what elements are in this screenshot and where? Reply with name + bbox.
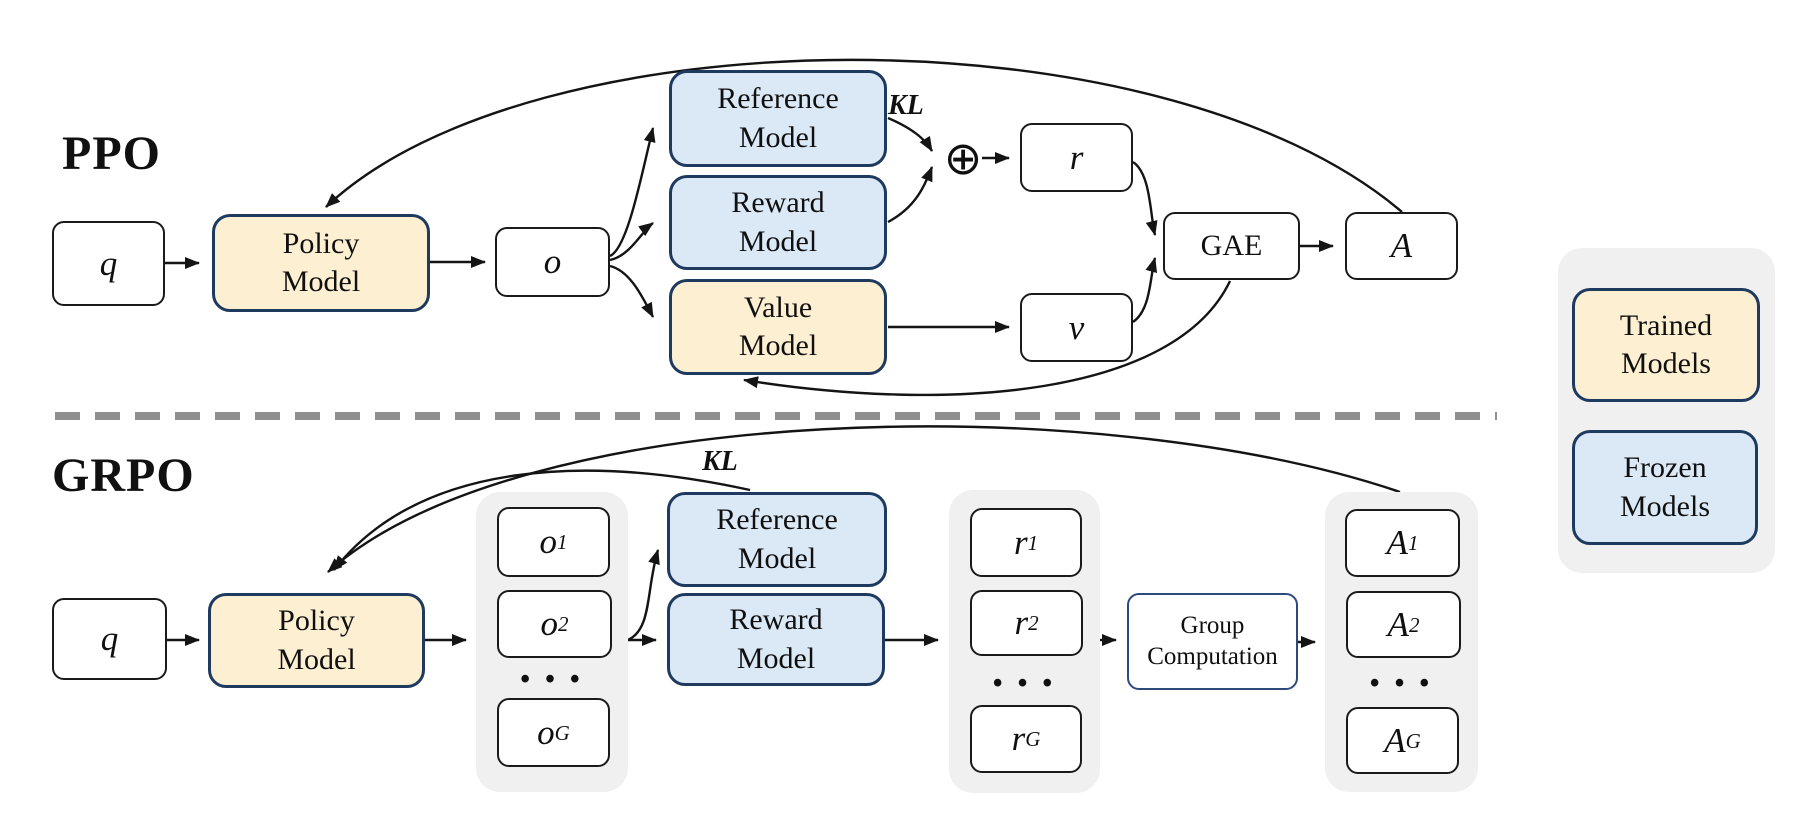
ppo-query-box: q — [52, 221, 165, 306]
output-2-base: o — [540, 604, 559, 643]
ppo-output-box: o — [495, 227, 610, 297]
grpo-advantages-ellipsis: • • • — [1369, 668, 1434, 699]
arrow-ppo-o-to-value — [609, 264, 655, 318]
grpo-outputs-ellipsis: • • • — [520, 664, 584, 695]
advantage-2-base: A — [1387, 604, 1409, 644]
ppo-advantage-box: A — [1345, 212, 1458, 280]
ppo-reward-model-box: Reward Model — [669, 175, 887, 270]
ppo-reward-box: r — [1020, 123, 1133, 192]
arrow-grpo-outputs-to-reference — [627, 549, 660, 642]
ppo-kl-label: KL — [888, 90, 924, 121]
ppo-reference-model-box: Reference Model — [669, 70, 887, 167]
grpo-rewards-ellipsis: • • • — [992, 668, 1057, 699]
grpo-group-computation-box: Group Computation — [1127, 593, 1298, 690]
arrow-ppo-r-to-gae — [1132, 161, 1158, 236]
reward-g-base: r — [1011, 719, 1026, 758]
advantage-1-base: A — [1386, 523, 1408, 562]
arrow-ppo-reference-to-oplus — [887, 116, 934, 152]
reward-2-base: r — [1014, 603, 1029, 642]
arrow-ppo-o-to-reference — [609, 127, 656, 258]
output-g-base: o — [537, 712, 555, 752]
ppo-gae-box: GAE — [1163, 212, 1300, 280]
arrow-ppo-v-to-gae — [1132, 257, 1158, 323]
legend-frozen-models-box: Frozen Models — [1572, 430, 1758, 545]
ppo-policy-model-box: Policy Model — [212, 214, 430, 312]
oplus-icon: ⊕ — [943, 131, 983, 185]
reward-1-base: r — [1013, 522, 1028, 562]
legend-trained-models-box: Trained Models — [1572, 288, 1760, 402]
grpo-reward-model-box: Reward Model — [667, 593, 885, 686]
advantage-g-base: A — [1384, 720, 1406, 760]
grpo-policy-model-box: Policy Model — [208, 593, 425, 688]
ppo-section-label: PPO — [62, 127, 161, 180]
grpo-section-label: GRPO — [52, 449, 195, 502]
ppo-value-box: v — [1020, 293, 1133, 362]
arrow-ppo-o-to-reward — [609, 222, 654, 262]
ppo-value-model-box: Value Model — [669, 279, 887, 375]
grpo-reference-model-box: Reference Model — [667, 492, 887, 587]
grpo-query-box: q — [52, 598, 167, 680]
output-1-base: o — [539, 522, 558, 561]
grpo-kl-label: KL — [702, 446, 738, 477]
arrow-ppo-reward-to-oplus — [887, 166, 934, 224]
